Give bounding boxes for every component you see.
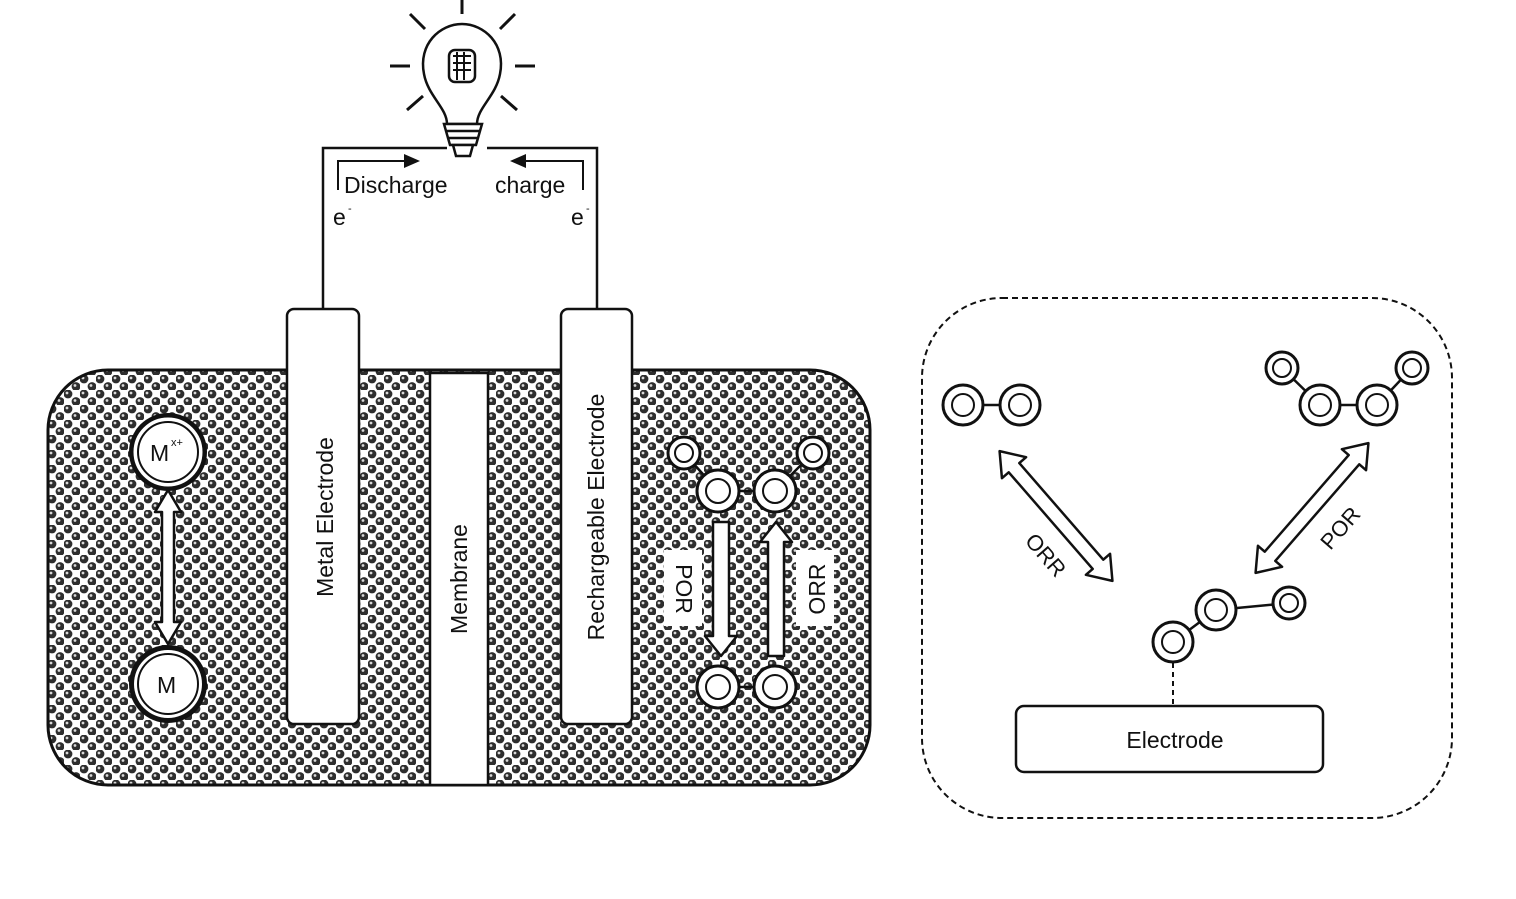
metal-ion: M x+: [129, 413, 207, 491]
light-bulb-icon: [390, 0, 535, 156]
metal-atom-label: M: [157, 672, 176, 698]
metal-ion-charge: x+: [171, 437, 183, 449]
electron-label-right: e: [571, 204, 584, 230]
rechargeable-electrode-label: Rechargeable Electrode: [583, 394, 609, 641]
charge-arrowhead: [510, 154, 526, 168]
metal-ion-label: M: [150, 440, 169, 466]
cell-orr-label: ORR: [804, 563, 830, 614]
cell-por-label: POR: [671, 564, 697, 614]
discharge-arrowhead: [404, 154, 420, 168]
electron-label-left: e: [333, 204, 346, 230]
metal-atom: M: [129, 645, 207, 723]
inset-electrode-label: Electrode: [1126, 727, 1223, 753]
electron-charge-right: -: [586, 203, 590, 215]
charge-label: charge: [495, 172, 565, 198]
electron-charge-left: -: [348, 203, 352, 215]
membrane-label: Membrane: [446, 524, 472, 634]
metal-electrode-label: Metal Electrode: [312, 437, 338, 597]
discharge-label: Discharge: [344, 172, 448, 198]
